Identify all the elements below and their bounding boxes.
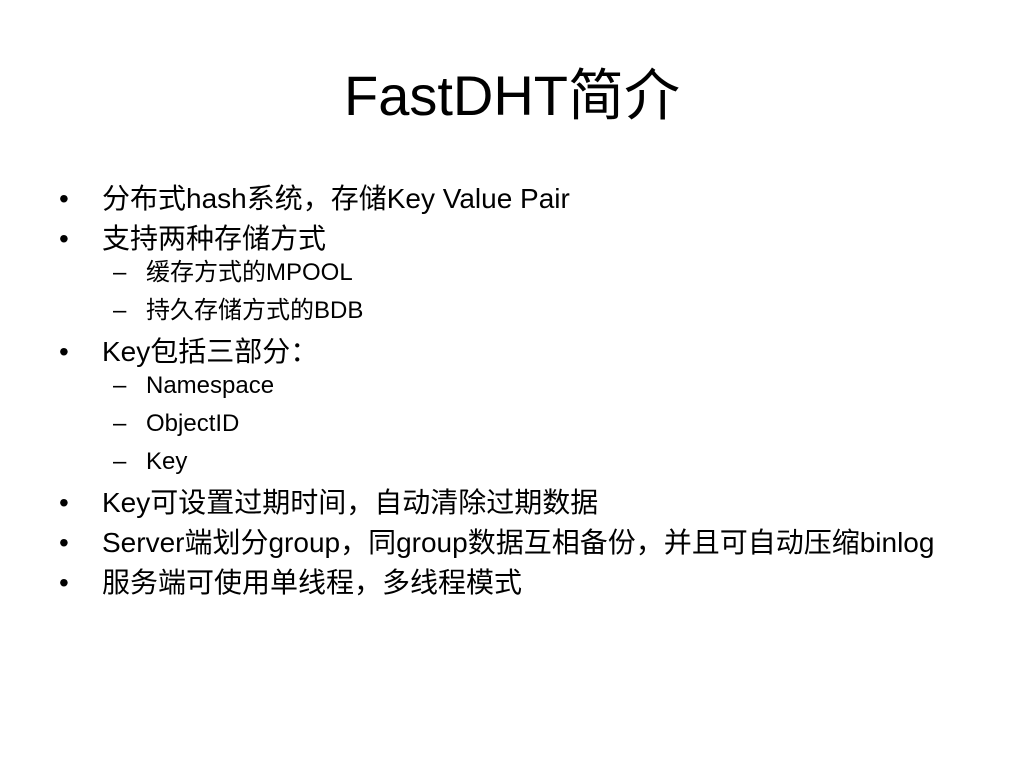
dash-marker: –: [113, 372, 127, 399]
bullet-text: 分布式hash系统，存储Key Value Pair: [102, 183, 570, 214]
sub-item: – Namespace: [102, 372, 976, 400]
sub-item: – ObjectID: [102, 410, 976, 438]
dash-marker: –: [113, 259, 127, 286]
bullet-item: • 分布式hash系统，存储Key Value Pair: [56, 182, 976, 215]
dash-marker: –: [113, 297, 127, 324]
bullet-item: • 支持两种存储方式 – 缓存方式的MPOOL – 持久存储方式的BDB: [56, 222, 976, 325]
bullet-item: • Server端划分group，同group数据互相备份，并且可自动压缩bin…: [56, 526, 976, 559]
bullet-text: 服务端可使用单线程，多线程模式: [102, 567, 523, 598]
bullet-list: • 分布式hash系统，存储Key Value Pair • 支持两种存储方式 …: [56, 182, 976, 606]
bullet-item: • Key可设置过期时间，自动清除过期数据: [56, 486, 976, 519]
sub-list: – Namespace – ObjectID – Key: [102, 372, 976, 476]
bullet-item: • 服务端可使用单线程，多线程模式: [56, 566, 976, 599]
bullet-marker: •: [59, 223, 69, 254]
slide-title: FastDHT简介: [344, 64, 680, 127]
sub-list: – 缓存方式的MPOOL – 持久存储方式的BDB: [102, 259, 976, 325]
bullet-marker: •: [59, 336, 69, 367]
sub-item-text: Key: [146, 448, 188, 475]
sub-item-text: 缓存方式的MPOOL: [146, 259, 353, 286]
bullet-text: Server端划分group，同group数据互相备份，并且可自动压缩binlo…: [102, 527, 935, 558]
bullet-item: • Key包括三部分： – Namespace – ObjectID – Key: [56, 335, 976, 476]
bullet-marker: •: [59, 527, 69, 558]
bullet-text: Key可设置过期时间，自动清除过期数据: [102, 487, 599, 518]
bullet-marker: •: [59, 567, 69, 598]
bullet-text: 支持两种存储方式: [102, 223, 327, 254]
sub-item: – Key: [102, 448, 976, 476]
bullet-text: Key包括三部分：: [102, 336, 319, 367]
dash-marker: –: [113, 410, 127, 437]
sub-item: – 持久存储方式的BDB: [102, 297, 976, 325]
sub-item-text: 持久存储方式的BDB: [146, 297, 364, 324]
bullet-marker: •: [59, 487, 69, 518]
bullet-marker: •: [59, 183, 69, 214]
sub-item-text: ObjectID: [146, 410, 240, 437]
sub-item: – 缓存方式的MPOOL: [102, 259, 976, 287]
sub-item-text: Namespace: [146, 372, 275, 399]
dash-marker: –: [113, 448, 127, 475]
